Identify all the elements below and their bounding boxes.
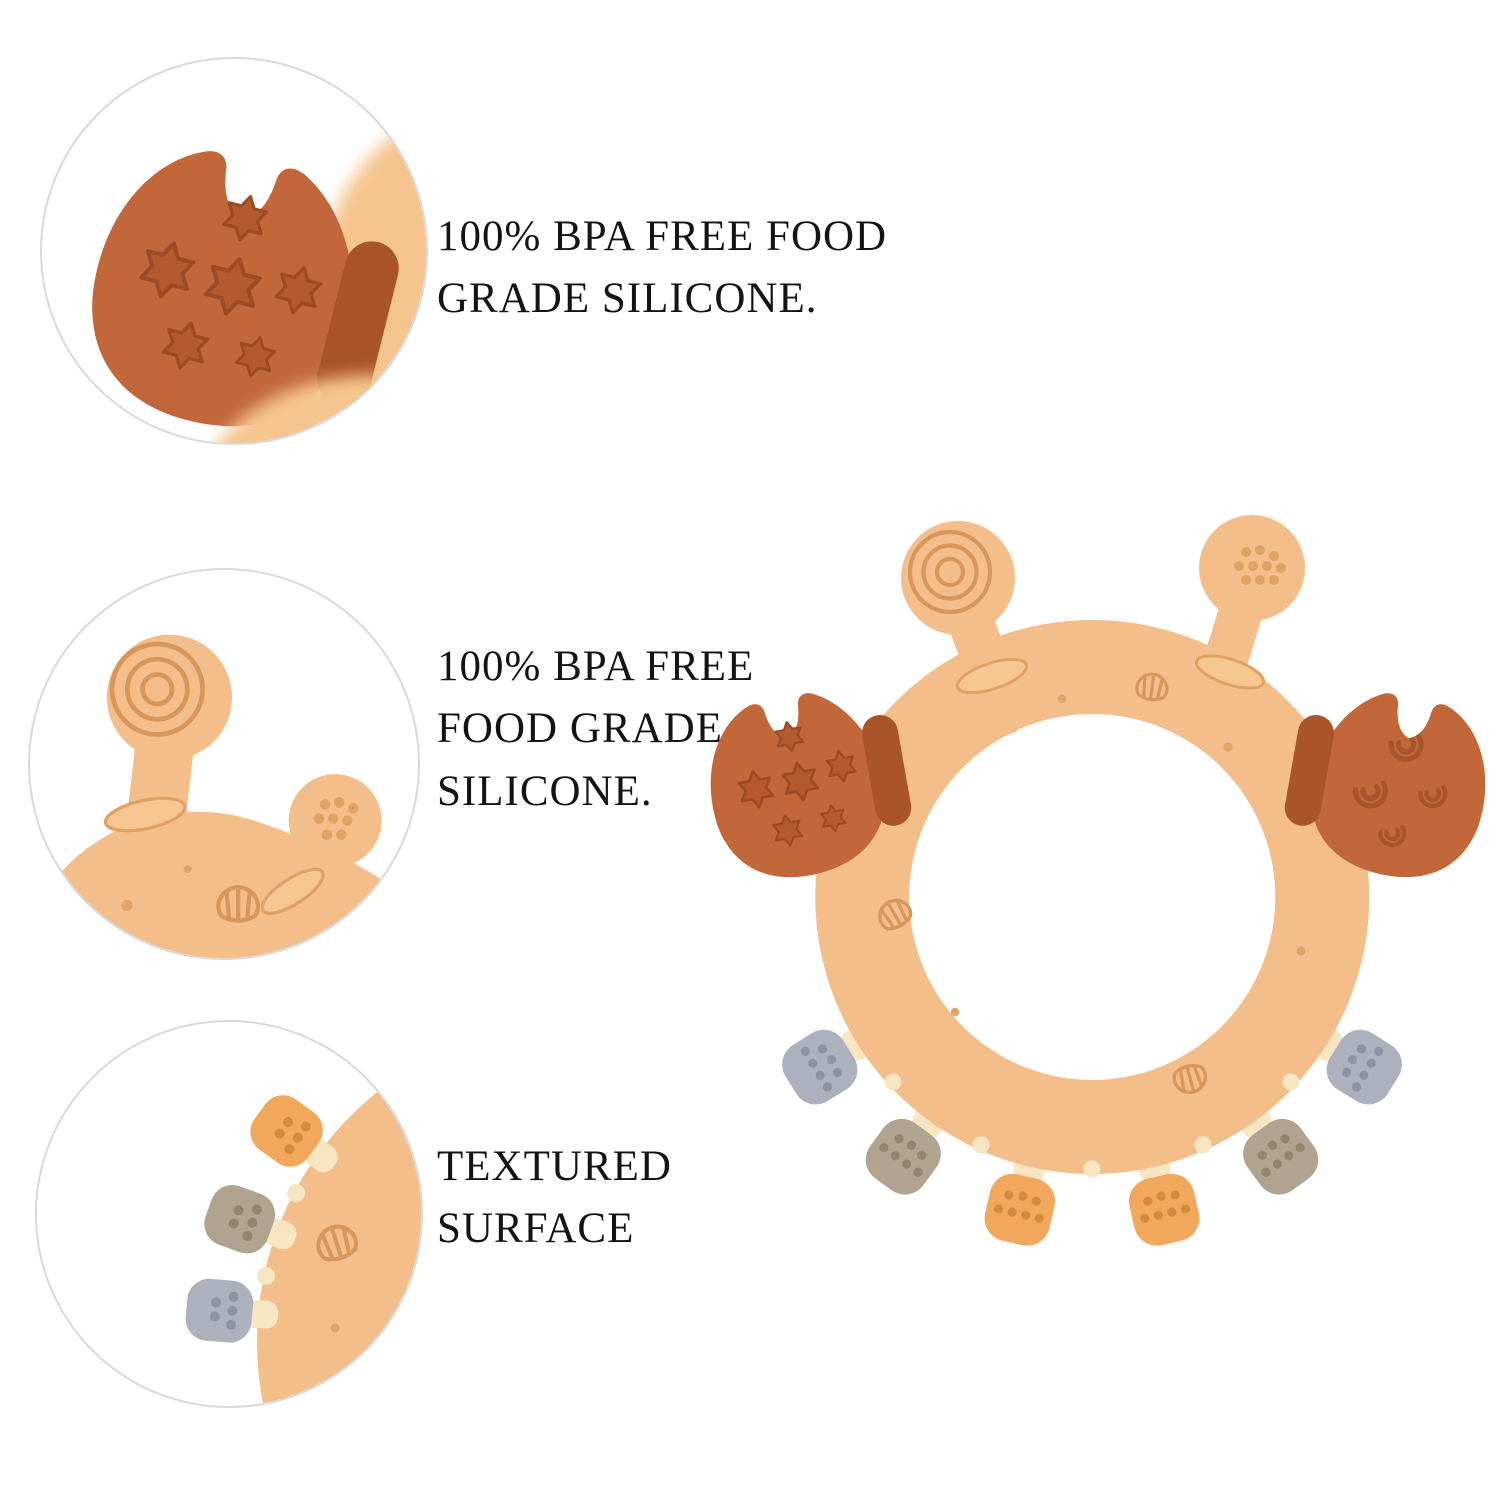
leg-grey (185, 1278, 279, 1343)
callout-text-line: 100% BPA FREE (437, 643, 755, 690)
claw-cuff (862, 714, 912, 826)
ring-body (815, 620, 1370, 1174)
edge-nub (257, 1184, 305, 1285)
zoom-circle-legs (35, 1020, 423, 1408)
nub-collar (260, 867, 325, 915)
callout-text-line: FOOD GRADE (437, 705, 723, 753)
dot-texture (1234, 545, 1286, 585)
callout-legs-text: TEXTURED SURFACE (437, 1136, 672, 1261)
legs-zoom-photo (185, 1062, 421, 1406)
ring-section (257, 1062, 421, 1406)
claw-right (1284, 693, 1486, 878)
claw-cuff (1284, 714, 1334, 826)
antenna-zoom-photo (34, 634, 418, 958)
leg-orange (250, 1095, 338, 1173)
callout-text-line: 100% BPA FREE FOOD (437, 213, 888, 260)
dot-texture (313, 797, 359, 840)
zoom-circle-claw (40, 57, 428, 445)
callout-text-line: GRADE SILICONE. (437, 275, 818, 323)
claw-cuff (317, 241, 399, 406)
callout-text-line: TEXTURED (437, 1143, 672, 1190)
leg-tan (204, 1184, 297, 1254)
antenna-right-collar (1194, 654, 1266, 690)
bump-texture (950, 694, 1306, 1017)
callout-antenna-text: 100% BPA FREE FOOD GRADE SILICONE. (437, 636, 754, 823)
claw-shape (92, 151, 399, 427)
antenna-left-collar (956, 657, 1028, 695)
antenna-left-bulb (901, 521, 1015, 635)
antenna-collar (103, 796, 187, 833)
claw-left (710, 693, 912, 878)
callout-text-line: SILICONE. (437, 767, 653, 815)
edge-nub (884, 1073, 1300, 1178)
callout-text-line: SURFACE (437, 1205, 635, 1253)
zoom-circle-antenna (28, 568, 420, 960)
callout-claw-text: 100% BPA FREE FOOD GRADE SILICONE. (437, 206, 887, 331)
